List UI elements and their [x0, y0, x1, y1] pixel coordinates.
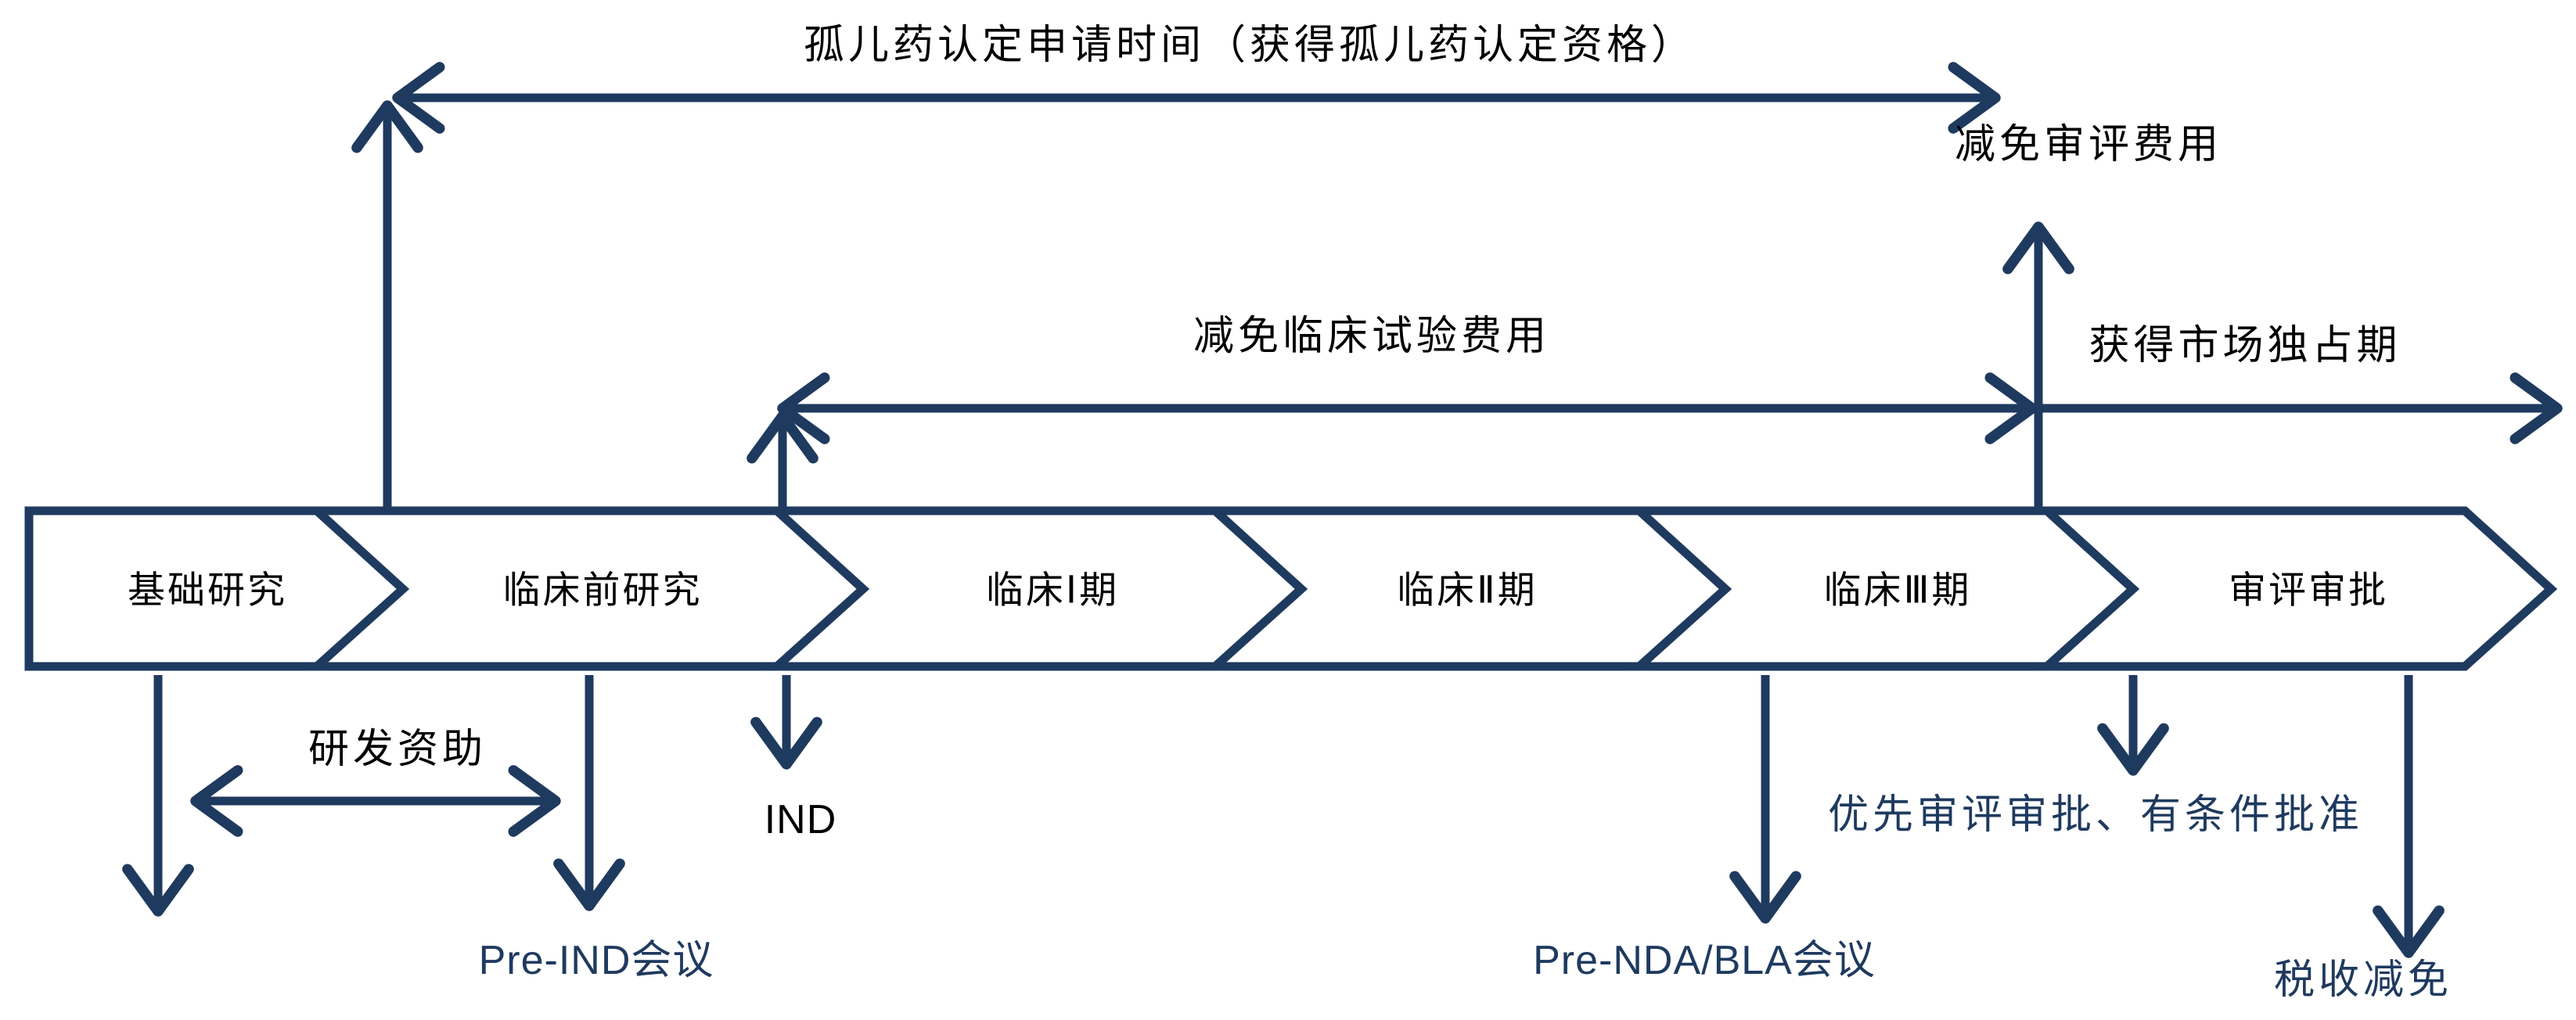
- orphan-designation-group: 孤儿药认定申请时间（获得孤儿药认定资格）: [351, 23, 2001, 507]
- pre-ind-group: Pre-IND会议: [479, 675, 714, 983]
- priority-review-group: 优先审评审批、有条件批准: [1828, 675, 2363, 838]
- review-fee-label: 减免审评费用: [1955, 122, 2222, 167]
- designation-period-label: 孤儿药认定申请时间（获得孤儿药认定资格）: [804, 23, 1696, 68]
- ind-group: IND: [750, 675, 837, 842]
- review-fee-group: 减免审评费用: [1955, 122, 2222, 507]
- market-exclusivity-group: 获得市场独占期: [2038, 323, 2563, 444]
- rd-funding-group: 研发资助: [122, 675, 561, 917]
- pre-nda-bla-meeting-label: Pre-NDA/BLA会议: [1533, 938, 1876, 983]
- rd-funding-label: 研发资助: [308, 727, 487, 772]
- ind-label: IND: [765, 797, 837, 842]
- pre-ind-meeting-label: Pre-IND会议: [479, 938, 714, 983]
- pre-nda-group: Pre-NDA/BLA会议: [1533, 675, 1876, 983]
- stage-label-review-approval: 审评审批: [2229, 570, 2388, 612]
- stage-label-phase2: 临床Ⅱ期: [1397, 570, 1538, 612]
- clinical-fee-group: 减免临床试验费用: [747, 314, 2038, 507]
- process-bar: 基础研究 临床前研究 临床Ⅰ期 临床Ⅱ期 临床Ⅲ期 审评审批: [24, 506, 2558, 671]
- tax-relief-label: 税收减免: [2274, 957, 2452, 1003]
- market-exclusivity-label: 获得市场独占期: [2089, 323, 2401, 368]
- stage-shape-review-approval: [2035, 506, 2558, 671]
- clinical-fee-label: 减免临床试验费用: [1193, 314, 1550, 359]
- tax-relief-group: 税收减免: [2274, 675, 2452, 1003]
- priority-review-label: 优先审评审批、有条件批准: [1828, 792, 2363, 838]
- stage-label-phase3: 临床Ⅲ期: [1823, 570, 1971, 612]
- stage-label-phase1: 临床Ⅰ期: [986, 570, 1119, 612]
- stage-label-preclinical: 临床前研究: [502, 570, 702, 612]
- stage-label-basic-research: 基础研究: [128, 570, 287, 612]
